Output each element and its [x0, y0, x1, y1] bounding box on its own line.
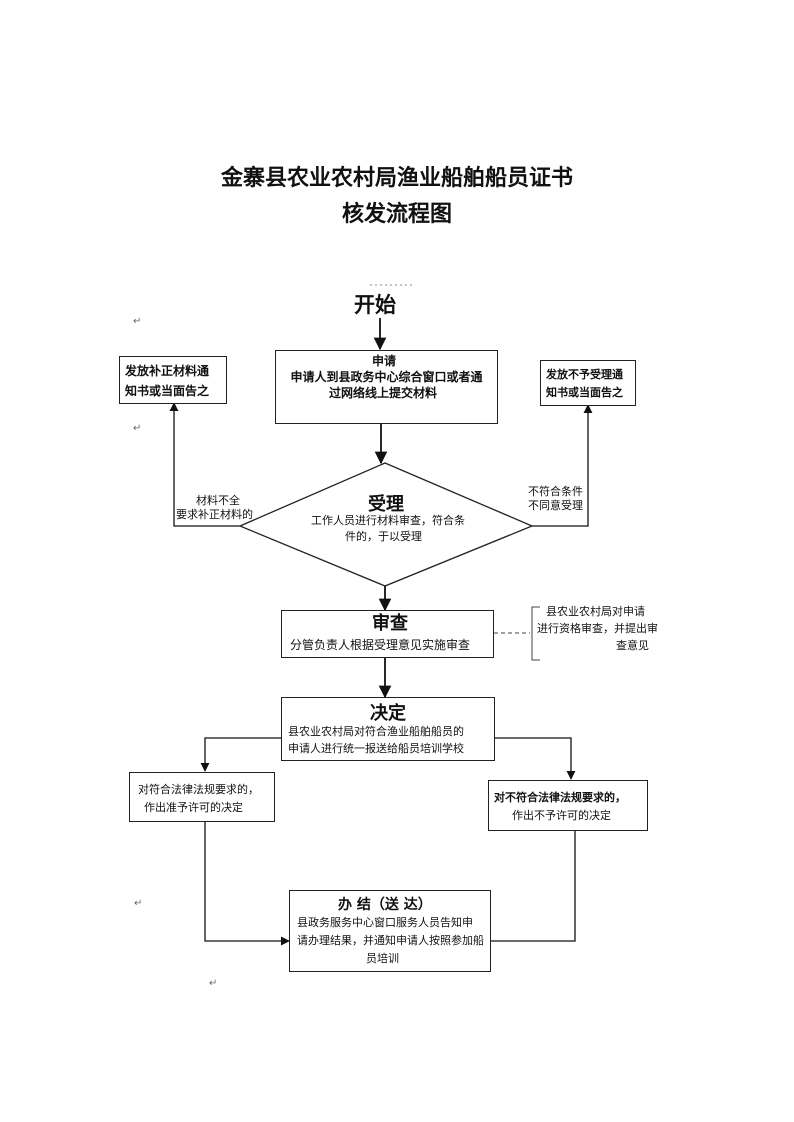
complete-text-line2: 请办理结果，并通知申请人按照参加船	[297, 934, 484, 947]
review-box: 审查 分管负责人根据受理意见实施审查	[281, 610, 494, 658]
deny-line2: 作出不予许可的决定	[512, 809, 611, 822]
apply-heading: 申请	[372, 354, 397, 368]
paragraph-mark: ↵	[133, 316, 142, 327]
arrow-accept-to-supplement	[169, 402, 240, 527]
connector-deny-to-complete	[491, 831, 576, 942]
left-condition-line1: 材料不全	[196, 494, 240, 507]
arrow-decision-to-approve	[200, 737, 281, 772]
paragraph-mark: ↵	[134, 898, 143, 909]
reject-notice-box: 发放不予受理通 知书或当面告之	[540, 360, 636, 406]
supplement-notice-box: 发放补正材料通 知书或当面告之	[119, 356, 227, 404]
diagram-title-line2: 核发流程图	[341, 202, 452, 227]
complete-box: 办 结（送 达） 县政务服务中心窗口服务人员告知申 请办理结果，并通知申请人按照…	[289, 890, 491, 972]
decision-box: 决定 县农业农村局对符合渔业船舶船员的 申请人进行统一报送给船员培训学校	[281, 697, 495, 761]
apply-text-line2: 过网络线上提交材料	[329, 386, 438, 400]
approve-line1: 对符合法律法规要求的，	[138, 783, 259, 796]
deny-box: 对不符合法律法规要求的， 作出不予许可的决定	[488, 780, 648, 831]
approve-line2: 作出准予许可的决定	[144, 801, 243, 814]
left-condition-line2: 要求补正材料的	[176, 508, 253, 521]
review-text-line1: 分管负责人根据受理意见实施审查	[290, 638, 471, 652]
decision-text-line2: 申请人进行统一报送给船员培训学校	[288, 742, 464, 755]
apply-box: 申请 申请人到县政务中心综合窗口或者通 过网络线上提交材料	[275, 350, 498, 424]
paragraph-mark: ↵	[133, 423, 142, 434]
deny-line1: 对不符合法律法规要求的，	[494, 791, 626, 804]
arrow-accept-to-reject	[532, 404, 593, 527]
reject-notice-line1: 发放不予受理通	[546, 368, 623, 381]
decision-heading: 决定	[370, 703, 406, 724]
start-label: 开始	[354, 293, 396, 317]
accept-text-line1: 工作人员进行材料审查，符合条	[311, 514, 465, 527]
arrow-approve-to-complete	[204, 822, 290, 946]
complete-text-line3: 员培训	[366, 952, 399, 965]
complete-heading: 办 结（送 达）	[338, 897, 432, 913]
supplement-notice-line2: 知书或当面告之	[125, 384, 210, 398]
supplement-notice-line1: 发放补正材料通	[125, 364, 210, 378]
review-note-line2: 进行资格审查，并提出审	[537, 622, 658, 635]
accept-heading: 受理	[368, 494, 404, 515]
right-condition-line1: 不符合条件	[528, 485, 583, 498]
paragraph-mark: ↵	[209, 978, 218, 989]
review-note-line1: 县农业农村局对申请	[546, 605, 645, 618]
review-note-line3: 查意见	[616, 639, 649, 652]
diagram-title-line1: 金寨县农业农村局渔业船舶船员证书	[220, 166, 573, 191]
arrow-decision-to-deny	[495, 737, 576, 780]
apply-text-line1: 申请人到县政务中心综合窗口或者通	[290, 370, 483, 384]
decision-text-line1: 县农业农村局对符合渔业船舶船员的	[288, 725, 464, 738]
reject-notice-line2: 知书或当面告之	[546, 386, 623, 399]
complete-text-line1: 县政务服务中心窗口服务人员告知申	[297, 916, 473, 929]
review-heading: 审查	[372, 613, 408, 634]
approve-box: 对符合法律法规要求的， 作出准予许可的决定	[129, 772, 275, 822]
right-condition-line2: 不同意受理	[528, 499, 583, 512]
accept-text-line2: 件的，于以受理	[345, 530, 422, 543]
